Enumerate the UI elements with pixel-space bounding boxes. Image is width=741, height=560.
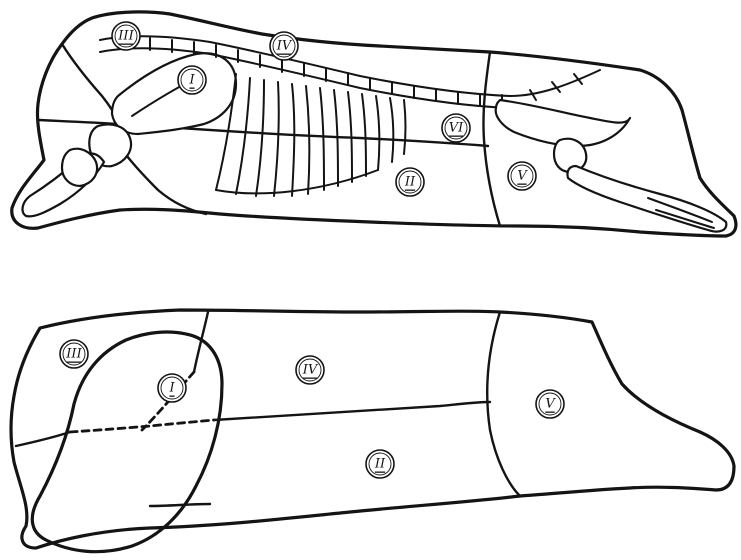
svg-text:I: I [188,73,195,88]
bottom-label-II: II [366,450,394,478]
svg-text:I: I [168,381,175,396]
hind-leg-lower-bone [567,166,726,232]
svg-text:V: V [545,397,556,412]
svg-text:II: II [374,457,386,472]
top-label-III: III [112,22,140,50]
top-carcass-view: I II III IV V VI [12,12,736,236]
svg-text:VI: VI [449,121,464,136]
bottom-label-I: I [158,374,186,402]
top-label-IV: IV [270,32,298,60]
bottom-label-IV: IV [296,356,324,384]
foreleg-joint-bone [62,149,97,186]
bottom-shoulder-region-outline [32,332,222,552]
bottom-carcass-view: I II III IV V [11,310,734,552]
top-label-I: I [178,66,206,94]
svg-text:III: III [65,347,82,362]
svg-text:II: II [404,175,416,190]
bottom-label-V: V [536,390,564,418]
svg-text:IV: IV [302,363,319,378]
svg-text:III: III [117,29,134,44]
bottom-cut-line-belly [150,504,210,506]
top-cut-line-rear [483,52,500,226]
bottom-cut-line-horizontal-right [214,402,490,420]
bottom-label-III: III [60,340,88,368]
top-label-II: II [396,168,424,196]
bottom-cut-line-rear [487,312,520,496]
shoulder-blade-bone [112,53,236,134]
top-label-VI: VI [442,114,470,142]
svg-text:V: V [517,169,528,184]
top-label-V: V [508,162,536,190]
svg-text:IV: IV [276,39,293,54]
